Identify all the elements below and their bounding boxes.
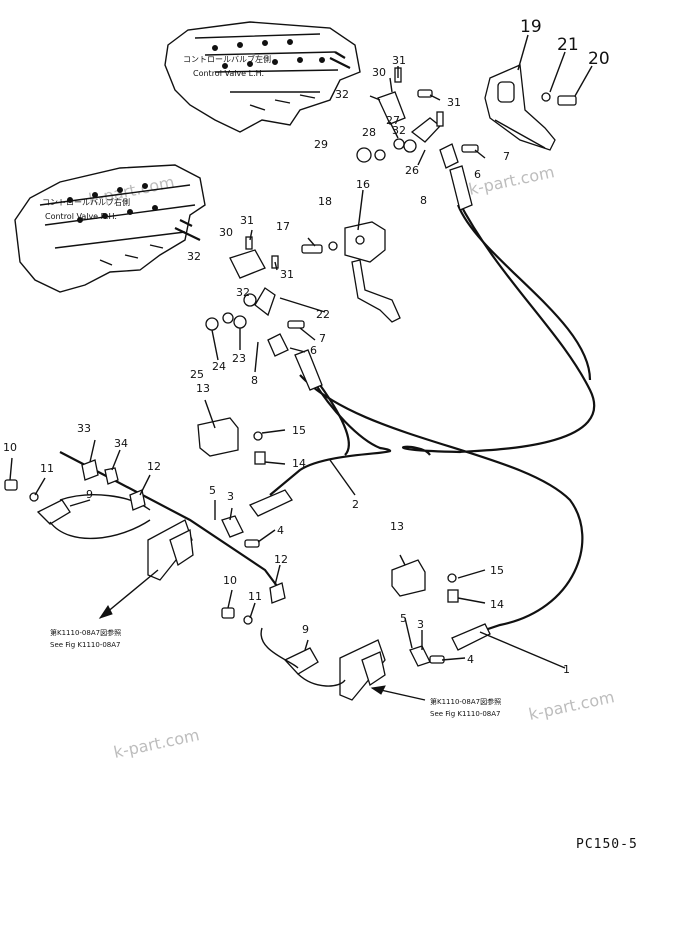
part-number-3a: 3: [227, 490, 234, 503]
part-number-6b: 6: [310, 344, 317, 357]
part-number-15a: 15: [292, 424, 306, 437]
ref-left-jp: 第K1110-08A7図参照: [50, 628, 121, 637]
part-number-6a: 6: [474, 168, 481, 181]
part-number-8a: 8: [420, 194, 427, 207]
valve-lh-jp-label: コントロールバルブ左側: [183, 54, 271, 64]
part-number-15b: 15: [490, 564, 504, 577]
part-number-16: 16: [356, 178, 370, 191]
part-number-1: 1: [563, 663, 570, 676]
part-number-24: 24: [212, 360, 226, 373]
ref-right-en: See Fig K1110-08A7: [430, 710, 501, 718]
part-number-22: 22: [316, 308, 330, 321]
part-number-12a: 12: [147, 460, 161, 473]
part-number-30b: 30: [219, 226, 233, 239]
drawing-code: PC150-5: [576, 837, 638, 852]
part-number-30a: 30: [372, 66, 386, 79]
part-number-32c: 32: [187, 250, 201, 263]
part-number-18: 18: [318, 195, 332, 208]
part-number-32b: 32: [392, 124, 406, 137]
part-number-27: 27: [386, 114, 400, 127]
part-number-8b: 8: [251, 374, 258, 387]
part-number-28: 28: [362, 126, 376, 139]
part-number-21: 21: [557, 35, 579, 55]
part-number-31d: 31: [280, 268, 294, 281]
part-number-3b: 3: [417, 618, 424, 631]
valve-lh-en-label: Control Valve L.H.: [193, 69, 264, 78]
bracket-assembly-16: [301, 221, 401, 323]
part-number-31b: 31: [447, 96, 461, 109]
part-number-33: 33: [77, 422, 91, 435]
part-number-10b: 10: [223, 574, 237, 587]
part-number-12b: 12: [274, 553, 288, 566]
part-number-23: 23: [232, 352, 246, 365]
part-number-9a: 9: [86, 488, 93, 501]
part-number-31c: 31: [240, 214, 254, 227]
part-number-17: 17: [276, 220, 290, 233]
valve-rh-jp-label: コントロールバルブ右側: [42, 197, 130, 207]
part-number-32a: 32: [335, 88, 349, 101]
part-number-29: 29: [314, 138, 328, 151]
part-number-5b: 5: [400, 612, 407, 625]
part-number-9b: 9: [302, 623, 309, 636]
part-number-10a: 10: [3, 441, 17, 454]
part-number-4b: 4: [467, 653, 474, 666]
part-number-13b: 13: [390, 520, 404, 533]
part-number-34: 34: [114, 437, 128, 450]
upper-linkage: [356, 67, 479, 169]
lower-right-linkage: [221, 559, 459, 701]
part-number-14a: 14: [292, 457, 306, 470]
part-number-11a: 11: [40, 462, 54, 475]
ref-arrowhead-right: [370, 685, 386, 695]
part-number-19: 19: [520, 17, 542, 37]
part-number-labels: 19 21 20 31 30 31 32 27 32 28 29 26 6 7 …: [3, 17, 610, 676]
control-valve-rh: [14, 164, 206, 293]
part-number-26: 26: [405, 164, 419, 177]
part-number-11b: 11: [248, 590, 262, 603]
part-number-7b: 7: [319, 332, 326, 345]
part-number-20: 20: [588, 49, 610, 69]
ref-right-jp: 第K1110-08A7図参照: [430, 697, 501, 706]
watermark-3: k-part.com: [527, 687, 616, 724]
valve-rh-en-label: Control Valve R.H.: [45, 212, 117, 221]
middle-linkage: [205, 236, 305, 357]
part-number-31a: 31: [392, 54, 406, 67]
ref-left-en: See Fig K1110-08A7: [50, 641, 121, 649]
part-number-25: 25: [190, 368, 204, 381]
lower-left-linkage: [4, 417, 281, 591]
part-number-32d: 32: [236, 286, 250, 299]
part-number-5a: 5: [209, 484, 216, 497]
part-number-2: 2: [352, 498, 359, 511]
watermark-4: k-part.com: [112, 725, 201, 762]
part-number-4a: 4: [277, 524, 284, 537]
cables: [248, 165, 595, 651]
part-number-13a: 13: [196, 382, 210, 395]
part-number-14b: 14: [490, 598, 504, 611]
control-valve-lh: [164, 21, 361, 133]
ref-arrowhead-left: [98, 605, 113, 619]
leader-lines: [9, 34, 593, 669]
part-number-7a: 7: [503, 150, 510, 163]
bracket-assembly-19: [484, 64, 577, 151]
